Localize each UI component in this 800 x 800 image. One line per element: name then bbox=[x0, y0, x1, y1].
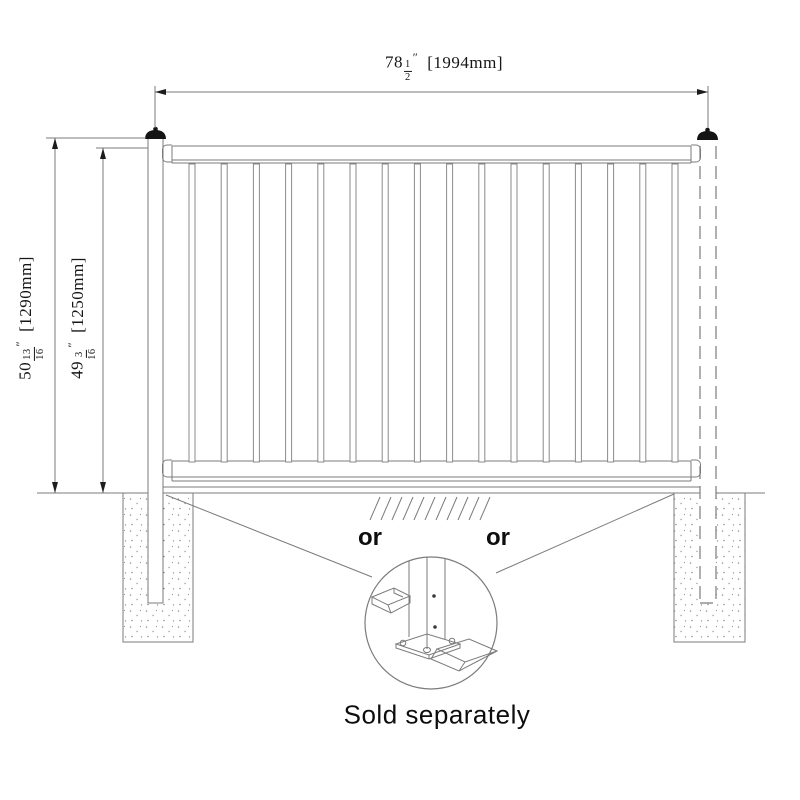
right-post-dashed bbox=[697, 127, 718, 604]
picket bbox=[671, 163, 679, 463]
picket bbox=[478, 163, 486, 463]
detail-bubble bbox=[364, 556, 499, 690]
rail-brackets bbox=[162, 144, 701, 478]
dim-top-whole: 78 bbox=[384, 52, 403, 72]
picket bbox=[285, 163, 293, 463]
picket bbox=[639, 163, 647, 463]
dim-outer-metric: [1290mm] bbox=[15, 256, 35, 332]
left-inner-dimension bbox=[96, 147, 148, 493]
top-dimension bbox=[154, 86, 709, 128]
pickets bbox=[188, 163, 679, 463]
picket bbox=[349, 163, 357, 463]
dim-inner-metric: [1250mm] bbox=[67, 257, 87, 333]
dim-inner-whole: 49 bbox=[67, 360, 87, 379]
post-base-detail bbox=[370, 557, 499, 672]
ground-hatch bbox=[369, 496, 491, 521]
picket bbox=[446, 163, 454, 463]
bottom-rail bbox=[163, 460, 700, 488]
picket bbox=[317, 163, 325, 463]
top-rail bbox=[171, 145, 692, 164]
dim-top-inch-mark: ″ bbox=[412, 49, 419, 64]
picket bbox=[413, 163, 421, 463]
picket bbox=[542, 163, 550, 463]
leader-lines bbox=[165, 493, 675, 578]
or-label-right: or bbox=[486, 524, 510, 551]
sold-separately-caption: Sold separately bbox=[343, 699, 531, 730]
dim-inner-inch-mark: ″ bbox=[64, 341, 79, 348]
left-outer-dimension bbox=[46, 137, 146, 493]
picket bbox=[220, 163, 228, 463]
dim-top-metric: [1994mm] bbox=[427, 52, 504, 72]
left-post bbox=[145, 126, 166, 604]
picket bbox=[574, 163, 582, 463]
picket bbox=[381, 163, 389, 463]
picket bbox=[252, 163, 260, 463]
picket bbox=[188, 163, 196, 463]
dim-outer-whole: 50 bbox=[15, 361, 35, 380]
or-label-left: or bbox=[358, 524, 382, 551]
picket bbox=[510, 163, 518, 463]
dim-outer-inch-mark: ″ bbox=[12, 340, 27, 347]
picket bbox=[607, 163, 615, 463]
